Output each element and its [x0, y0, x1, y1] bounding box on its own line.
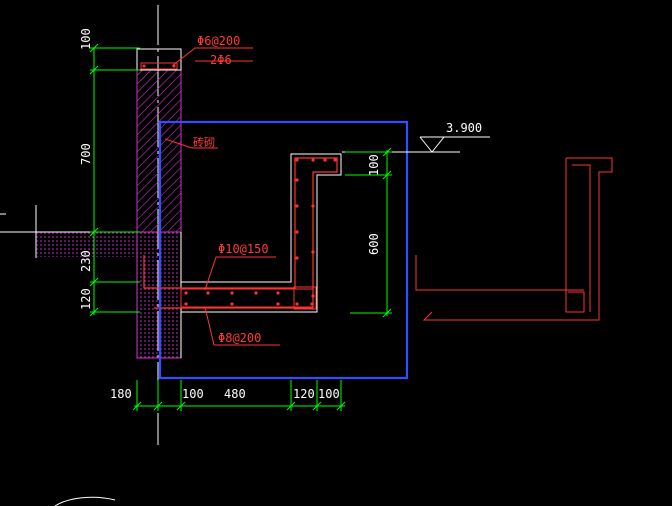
right-dimension-chain [345, 147, 392, 318]
bottom-dimension-chain [132, 380, 346, 411]
dim-right-100: 100 [367, 154, 381, 176]
side-section-outline [415, 157, 613, 321]
leader-rebar-upper [204, 256, 276, 291]
elevation-mark [419, 136, 446, 153]
rebar-dots [184, 158, 337, 306]
top-bar-dot [142, 64, 146, 68]
floor-slab [36, 232, 137, 257]
rebar-main [143, 157, 338, 309]
dim-bottom-480: 480 [224, 387, 246, 401]
dim-left-230: 230 [79, 250, 93, 272]
dim-bottom-180: 180 [110, 387, 132, 401]
left-dimension-chain [89, 43, 140, 317]
leader-rebar-lower [204, 306, 280, 346]
dim-bottom-100: 100 [182, 387, 204, 401]
dim-left-700: 700 [79, 143, 93, 165]
bottom-circle-fragment [54, 496, 116, 506]
rebar-corner-block [293, 286, 317, 310]
detail-frame [158, 120, 409, 380]
leader-top-rebar [171, 47, 253, 67]
dim-left-100: 100 [79, 28, 93, 50]
label-top-bars: 2Φ6 [210, 53, 232, 67]
dim-left-120: 120 [79, 288, 93, 310]
label-top-rebar: Φ6@200 [197, 34, 240, 48]
canopy-outline [181, 153, 342, 313]
rebar-bottom-block [180, 288, 314, 308]
label-rebar-lower: Φ8@200 [218, 331, 261, 345]
top-beam-stirrup [140, 62, 178, 70]
dim-right-600: 600 [367, 233, 381, 255]
label-masonry: 砖砌 [193, 135, 215, 149]
leader-masonry [164, 138, 218, 149]
label-rebar-upper: Φ10@150 [218, 242, 269, 256]
label-elevation: 3.900 [446, 121, 482, 135]
dim-bottom-100b: 100 [318, 387, 340, 401]
dim-bottom-120: 120 [293, 387, 315, 401]
